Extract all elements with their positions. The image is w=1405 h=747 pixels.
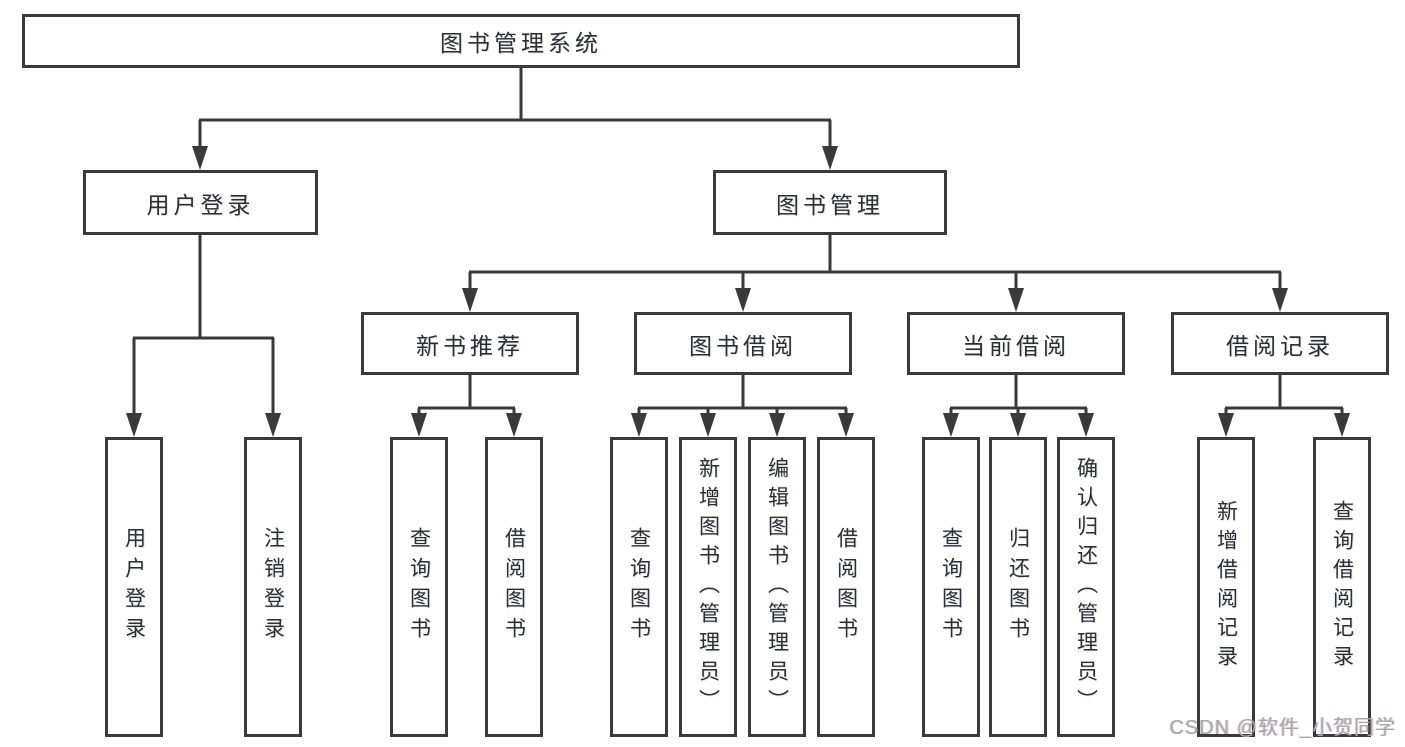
node-label: 查询图书 xyxy=(627,527,651,647)
leaf-edit-book-admin: 编辑图书（管理员） xyxy=(748,437,806,737)
leaf-confirm-return-admin: 确认归还（管理员） xyxy=(1057,437,1115,737)
node-label: 用户登录 xyxy=(122,527,146,647)
connector-root-to-level2 xyxy=(192,68,838,170)
leaf-user-login: 用户登录 xyxy=(105,437,163,737)
leaf-add-borrow-record: 新增借阅记录 xyxy=(1197,437,1255,737)
node-label: 新增借阅记录 xyxy=(1214,500,1238,674)
leaf-add-book-admin: 新增图书（管理员） xyxy=(679,437,737,737)
connector-new-book-children xyxy=(411,375,522,437)
csdn-watermark: CSDN @软件_小贺同学 xyxy=(1169,717,1396,739)
node-borrow-record: 借阅记录 xyxy=(1171,312,1389,375)
leaf-borrow-book-recommend: 借阅图书 xyxy=(485,437,543,737)
node-label: 当前借阅 xyxy=(962,332,1070,359)
leaf-return-book: 归还图书 xyxy=(989,437,1047,737)
node-label: 用户登录 xyxy=(146,191,255,218)
leaf-logout: 注销登录 xyxy=(244,437,302,737)
connector-book-mgmt-children xyxy=(462,235,1288,312)
leaf-query-book-current: 查询图书 xyxy=(922,437,980,737)
connector-borrow-record-children xyxy=(1218,375,1350,437)
node-book-borrow: 图书借阅 xyxy=(634,312,852,375)
node-label: 图书管理系统 xyxy=(440,30,602,56)
node-root: 图书管理系统 xyxy=(22,14,1020,68)
node-label: 查询图书 xyxy=(407,527,431,647)
node-book-management: 图书管理 xyxy=(713,170,947,235)
node-current-borrow: 当前借阅 xyxy=(907,312,1125,375)
connector-user-login-children xyxy=(126,235,281,437)
node-label: 图书管理 xyxy=(776,191,884,218)
connector-book-borrow-children xyxy=(631,375,854,437)
leaf-query-book-recommend: 查询图书 xyxy=(390,437,448,737)
node-new-book-recommend: 新书推荐 xyxy=(361,312,579,375)
node-label: 归还图书 xyxy=(1006,527,1030,647)
node-label: 查询图书 xyxy=(939,527,963,647)
node-label: 借阅记录 xyxy=(1226,332,1334,359)
node-user-login: 用户登录 xyxy=(83,170,318,235)
node-label: 借阅图书 xyxy=(502,527,526,647)
node-label: 新增图书（管理员） xyxy=(696,456,720,718)
node-label: 新书推荐 xyxy=(416,332,524,359)
node-label: 注销登录 xyxy=(261,527,285,647)
connector-current-borrow-children xyxy=(943,375,1094,437)
node-label: 查询借阅记录 xyxy=(1330,500,1354,674)
leaf-query-borrow-record: 查询借阅记录 xyxy=(1313,437,1371,737)
leaf-borrow-book: 借阅图书 xyxy=(817,437,875,737)
node-label: 借阅图书 xyxy=(834,527,858,647)
node-label: 图书借阅 xyxy=(689,332,797,359)
leaf-query-book-borrow: 查询图书 xyxy=(610,437,668,737)
node-label: 编辑图书（管理员） xyxy=(765,456,789,718)
node-label: 确认归还（管理员） xyxy=(1074,456,1098,718)
